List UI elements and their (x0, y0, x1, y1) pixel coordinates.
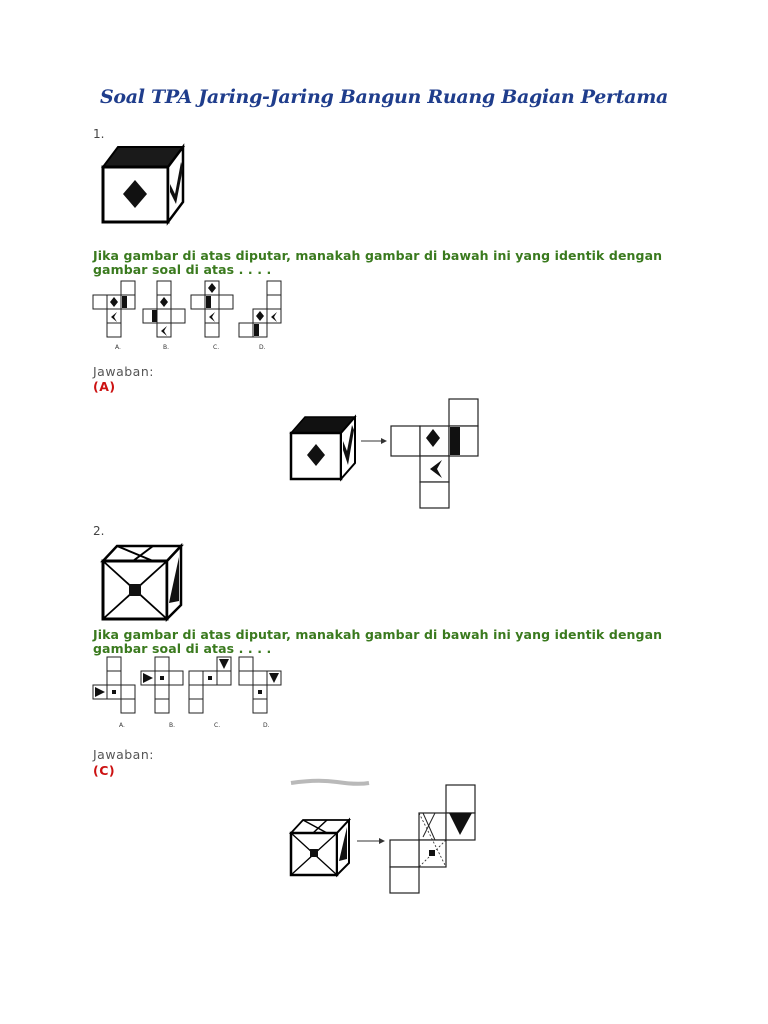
question-1-option-b-label: B. (163, 344, 169, 351)
question-1-option-a-label: A. (115, 344, 121, 351)
question-1-answer: (A) (93, 379, 116, 394)
question-1-option-d-label: D. (259, 344, 266, 351)
question-2-text: Jika gambar di atas diputar, manakah gam… (93, 627, 663, 656)
question-1-number: 1. (93, 127, 105, 141)
question-1-cube-icon (93, 142, 189, 232)
question-2-answer: (C) (93, 763, 116, 778)
question-1-options-nets: A. B. C. D. (92, 280, 282, 351)
page-title: Soal TPA Jaring-Jaring Bangun Ruang Bagi… (99, 86, 669, 108)
question-1-text: Jika gambar di atas diputar, manakah gam… (93, 248, 663, 277)
question-2-cube-icon (93, 542, 188, 623)
question-1-answer-figure (287, 393, 480, 511)
question-1-answer-label: Jawaban: (93, 364, 154, 379)
question-2-option-d-label: D. (263, 722, 270, 729)
question-2-option-c-label: C. (214, 722, 220, 729)
question-2-options-nets: A. B. C. D. (92, 656, 282, 729)
question-2-number: 2. (93, 524, 105, 538)
question-2-option-a-label: A. (119, 722, 125, 729)
question-2-answer-figure (287, 775, 480, 897)
question-2-answer-label: Jawaban: (93, 747, 154, 762)
question-2-option-b-label: B. (169, 722, 175, 729)
question-1-option-c-label: C. (213, 344, 219, 351)
